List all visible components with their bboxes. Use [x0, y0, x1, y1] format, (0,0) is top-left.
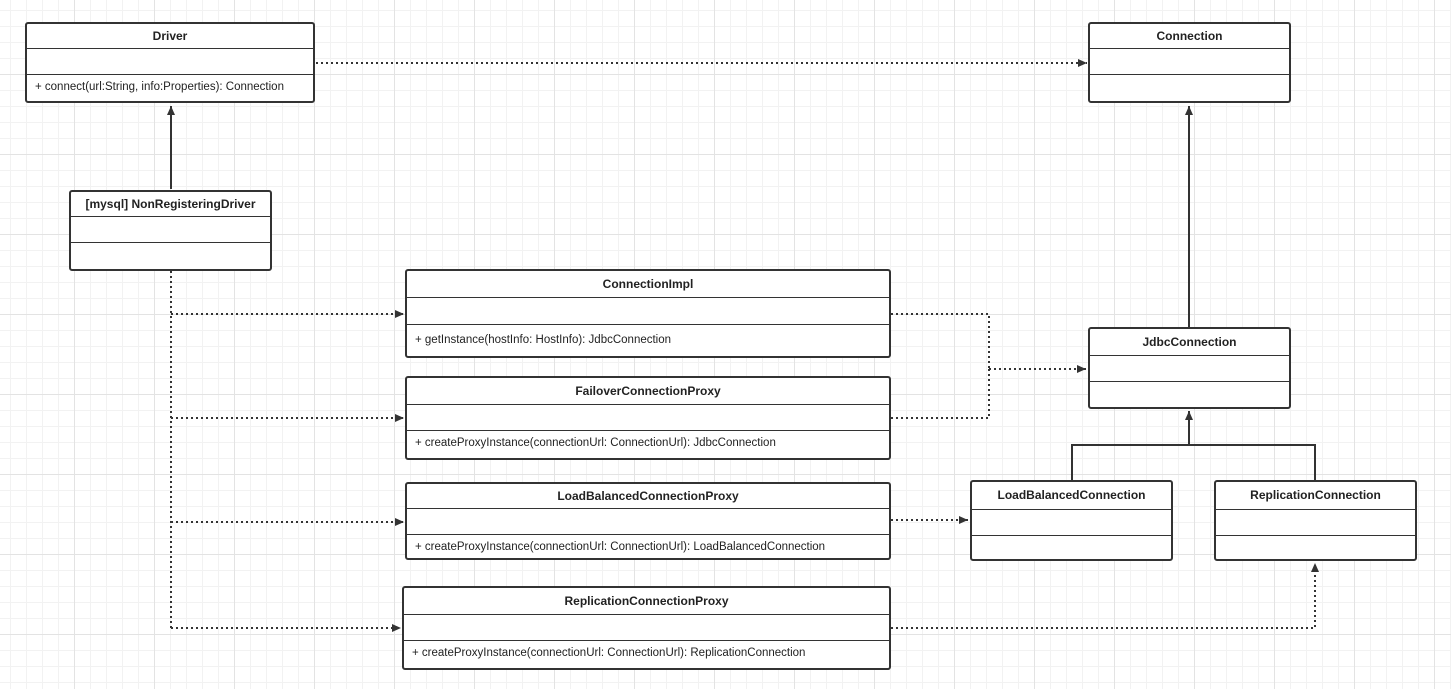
class-name: ReplicationConnection — [1216, 482, 1415, 510]
attributes-section — [27, 49, 313, 75]
attributes-section — [972, 510, 1171, 536]
operations-section: + getInstance(hostInfo: HostInfo): JdbcC… — [415, 334, 672, 346]
class-load-balanced-connection-proxy[interactable]: LoadBalancedConnectionProxy + createProx… — [405, 482, 891, 560]
dependency-replicationproxy-replicationconnection — [891, 563, 1319, 629]
operations-section — [71, 243, 270, 269]
class-name: [mysql] NonRegisteringDriver — [71, 192, 270, 217]
class-non-registering-driver[interactable]: [mysql] NonRegisteringDriver — [69, 190, 272, 271]
operations-section — [1216, 536, 1415, 559]
class-name: JdbcConnection — [1090, 329, 1289, 356]
class-replication-connection-proxy[interactable]: ReplicationConnectionProxy + createProxy… — [402, 586, 891, 670]
attributes-section — [1216, 510, 1415, 536]
attributes-section — [1090, 49, 1289, 75]
class-name: LoadBalancedConnectionProxy — [407, 484, 889, 509]
class-name: ReplicationConnectionProxy — [404, 588, 889, 615]
class-name: FailoverConnectionProxy — [407, 378, 889, 405]
class-connection-impl[interactable]: ConnectionImpl + getInstance(hostInfo: H… — [405, 269, 891, 358]
generalization-loadbalancedconnection-jdbcconnection — [1071, 444, 1189, 481]
operations-section: + createProxyInstance(connectionUrl: Con… — [412, 647, 806, 659]
attributes-section — [1090, 356, 1289, 382]
class-replication-connection[interactable]: ReplicationConnection — [1214, 480, 1417, 561]
class-name: LoadBalancedConnection — [972, 482, 1171, 510]
attributes-section — [407, 298, 889, 325]
class-name: ConnectionImpl — [407, 271, 889, 298]
class-connection[interactable]: Connection — [1088, 22, 1291, 103]
operations-section — [1090, 382, 1289, 407]
class-driver[interactable]: Driver + connect(url:String, info:Proper… — [25, 22, 315, 103]
operations-section: + createProxyInstance(connectionUrl: Con… — [415, 541, 826, 553]
dependency-failoverproxy-jdbcconnection — [891, 369, 990, 419]
class-failover-connection-proxy[interactable]: FailoverConnectionProxy + createProxyIns… — [405, 376, 891, 460]
class-name: Driver — [27, 24, 313, 49]
class-load-balanced-connection[interactable]: LoadBalancedConnection — [970, 480, 1173, 561]
generalization-replicationconnection-jdbcconnection — [1189, 444, 1316, 481]
operations-section: + createProxyInstance(connectionUrl: Con… — [415, 437, 776, 449]
operations-section — [972, 536, 1171, 559]
class-jdbc-connection[interactable]: JdbcConnection — [1088, 327, 1291, 409]
dependency-connectionimpl-jdbcconnection — [891, 313, 990, 369]
attributes-section — [407, 405, 889, 431]
attributes-section — [407, 509, 889, 535]
operations-section: + connect(url:String, info:Properties): … — [35, 81, 284, 93]
attributes-section — [404, 615, 889, 641]
class-name: Connection — [1090, 24, 1289, 49]
attributes-section — [71, 217, 270, 243]
operations-section — [1090, 75, 1289, 101]
